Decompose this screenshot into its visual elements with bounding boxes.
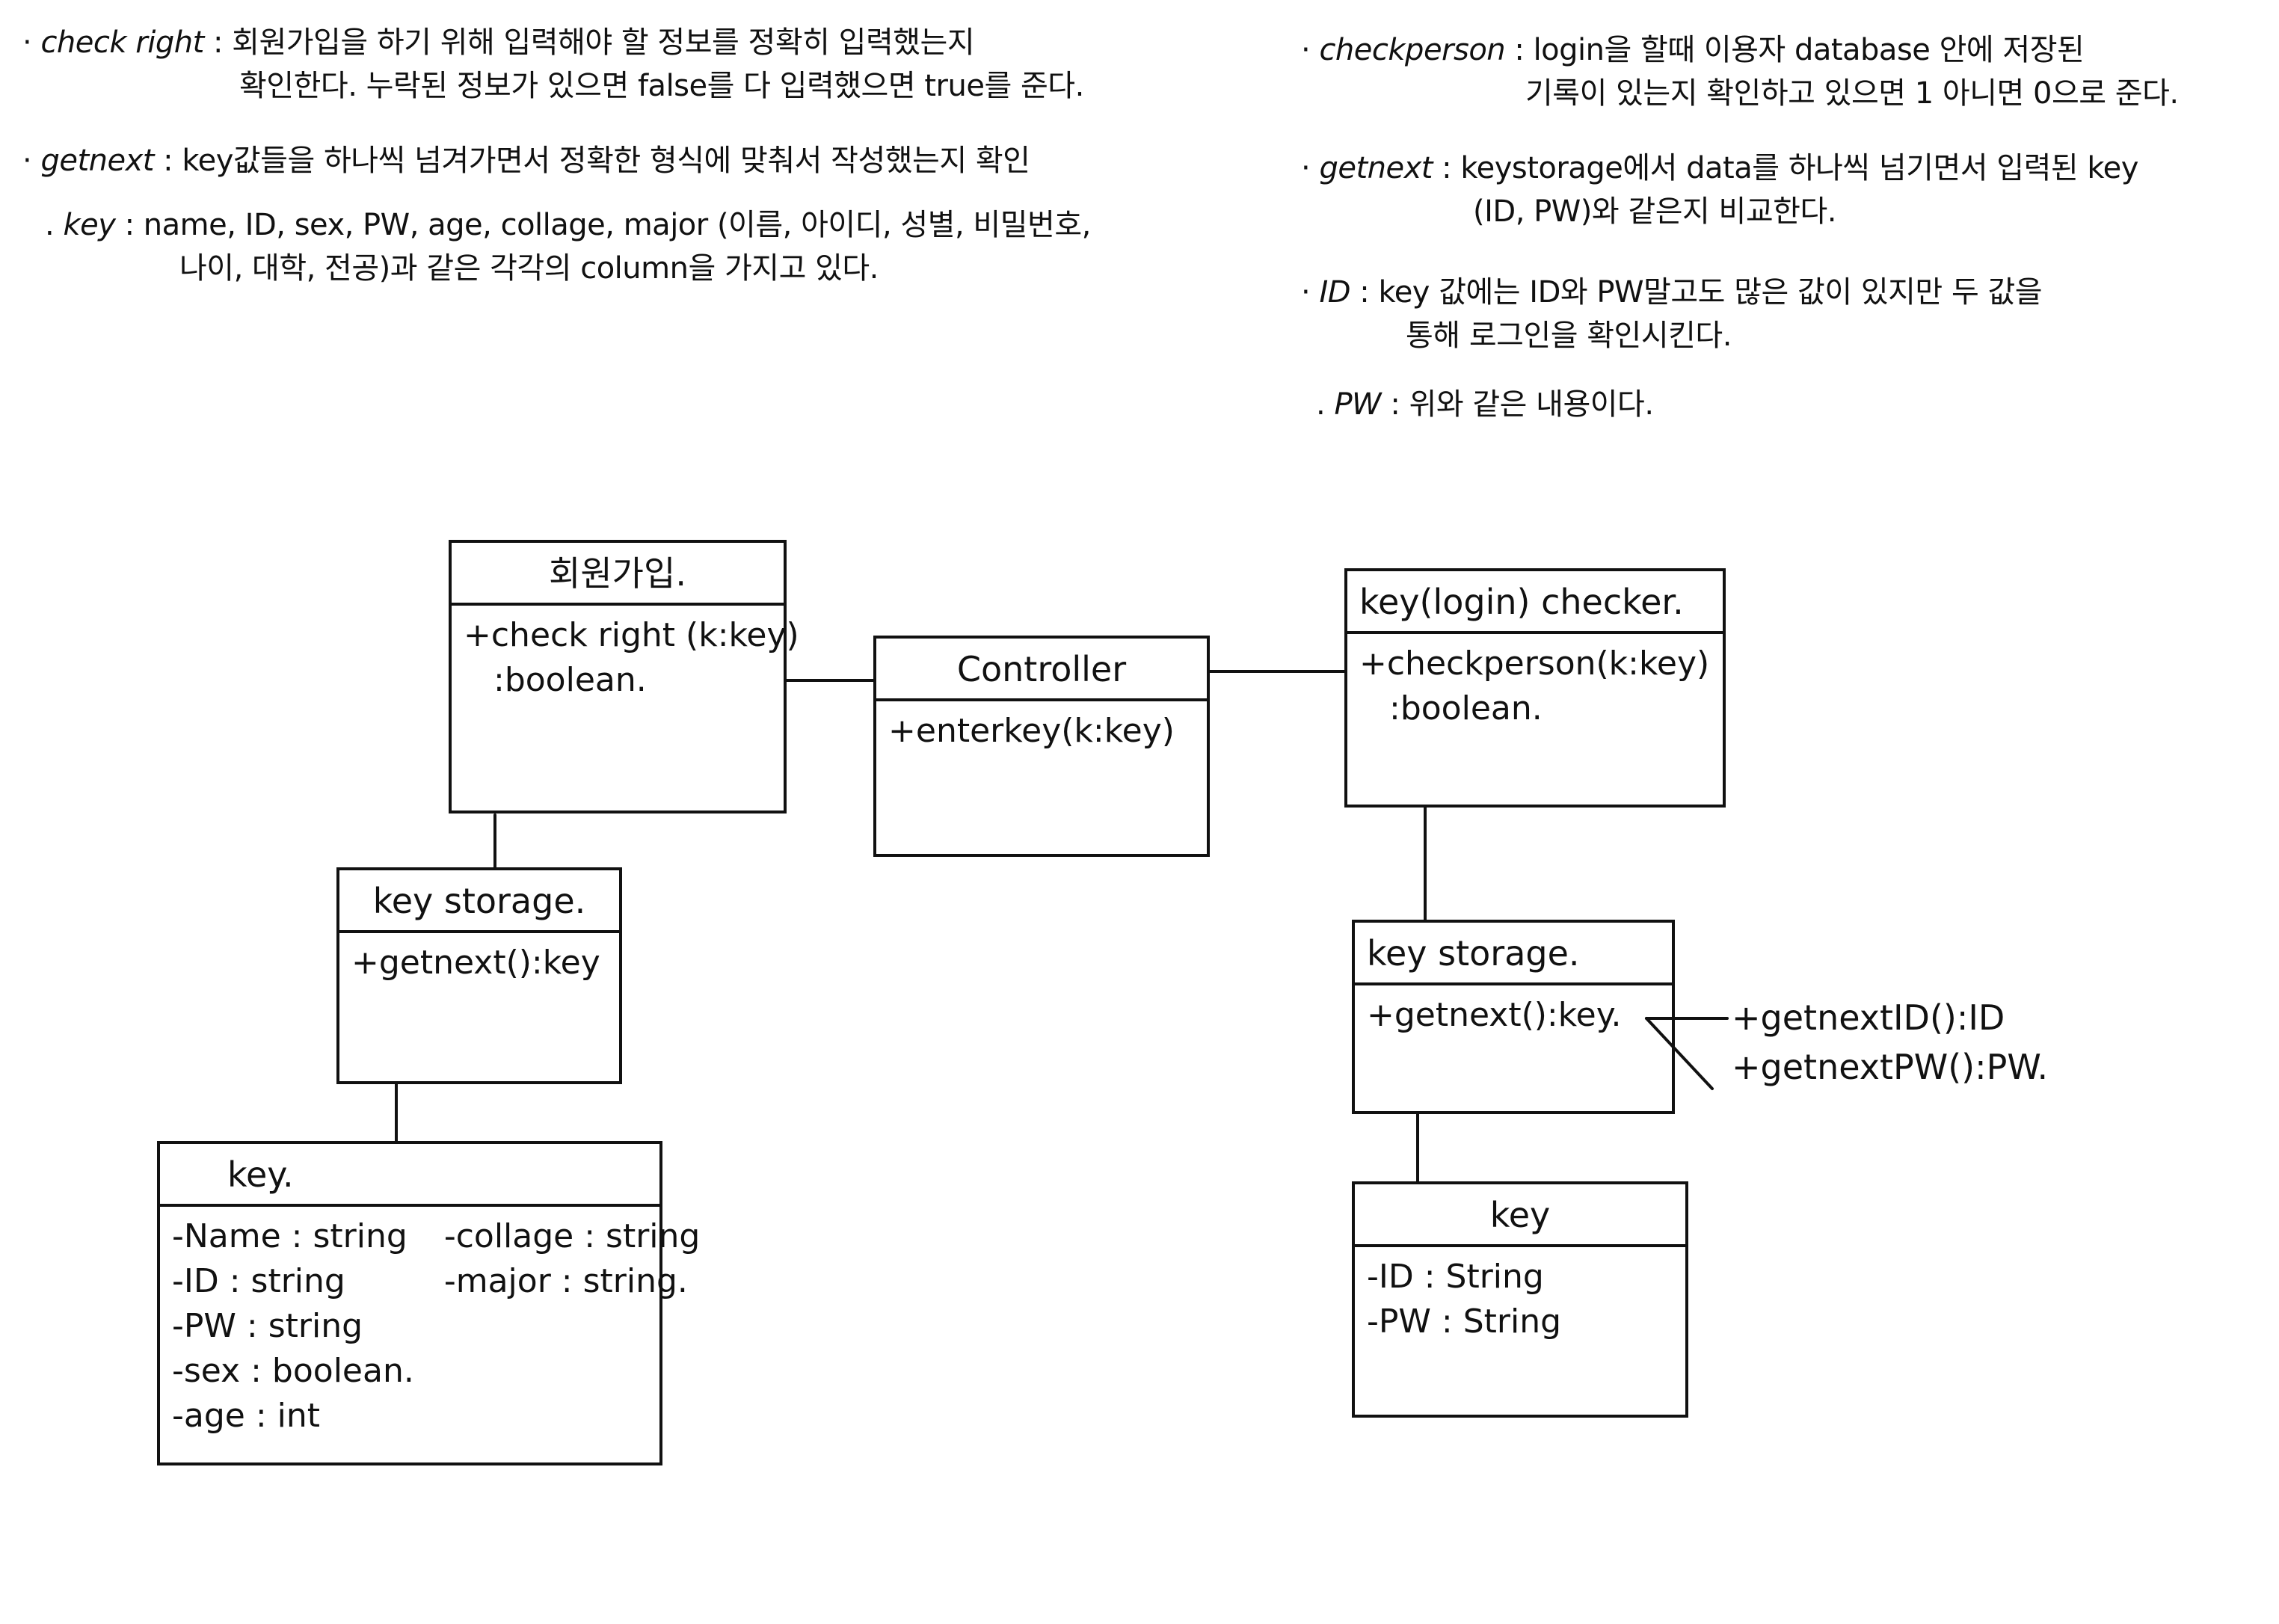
note-text: key 값에는 ID와 PW말고도 많은 값이 있지만 두 값을	[1378, 275, 2043, 310]
attribute: -ID : string	[172, 1262, 345, 1300]
attribute-column: -Name : string -ID : string -PW : string…	[172, 1214, 414, 1439]
class-title: key	[1355, 1184, 1685, 1247]
note-pw: . PW : 위와 같은 내용이다.	[1316, 387, 1655, 422]
class-attributes: -ID : String -PW : String	[1355, 1247, 1685, 1352]
attribute: -major : string.	[443, 1262, 688, 1300]
class-title: key(login) checker.	[1347, 571, 1723, 634]
class-title: key storage.	[1355, 923, 1672, 985]
note-text: keystorage에서 data를 하나씩 넘기면서 입력된 key	[1460, 151, 2138, 185]
class-key-storage-right: key storage. +getnext():key.	[1352, 920, 1675, 1114]
note-text-continued: (ID, PW)와 같은지 비교한다.	[1473, 194, 1836, 229]
note-getnext-right: · getnext : keystorage에서 data를 하나씩 넘기면서 …	[1301, 147, 2138, 233]
attribute: -PW : String	[1367, 1302, 1562, 1341]
attribute: -ID : String	[1367, 1258, 1544, 1296]
note-term: ID	[1319, 275, 1351, 310]
class-key-left: key. -Name : string -ID : string -PW : s…	[157, 1141, 700, 1465]
class-operations: +check right (k:key) :boolean.	[452, 606, 799, 710]
note-text: 회원가입을 하기 위해 입력해야 할 정보를 정확히 입력했는지	[232, 25, 975, 60]
class-operations: +getnext():key.	[1355, 985, 1672, 1045]
class-operations: +getnext():key	[339, 933, 619, 993]
operation-getnextpw: +getnextPW():PW.	[1732, 1047, 2049, 1087]
note-checkperson: · checkperson : login을 할때 이용자 database 안…	[1301, 28, 2179, 115]
note-term: PW	[1334, 387, 1382, 422]
note-text-continued: 나이, 대학, 전공)과 같은 각각의 column을 가지고 있다.	[179, 251, 879, 286]
class-key-storage-left: key storage. +getnext():key	[336, 867, 622, 1084]
note-text: 위와 같은 내용이다.	[1409, 387, 1655, 422]
note-text: key값들을 하나씩 넘겨가면서 정확한 형식에 맞춰서 작성했는지 확인	[182, 144, 1030, 178]
note-text-continued: 통해 로그인을 확인시킨다.	[1406, 319, 1732, 353]
class-title: 회원가입.	[452, 543, 784, 606]
note-term: getnext	[1319, 151, 1433, 185]
operation-getnextid: +getnextID():ID	[1732, 997, 2005, 1038]
attribute-column: -collage : string -major : string.	[444, 1214, 701, 1439]
note-term: checkperson	[1319, 33, 1506, 67]
class-operations: +checkperson(k:key) :boolean.	[1347, 634, 1723, 739]
class-title: Controller	[876, 639, 1207, 701]
attribute: -age : int	[172, 1397, 320, 1435]
operation-return: :boolean.	[493, 661, 647, 699]
attribute: -sex : boolean.	[172, 1352, 414, 1390]
class-key-right: key -ID : String -PW : String	[1352, 1181, 1688, 1418]
class-login-checker: key(login) checker. +checkperson(k:key) …	[1344, 568, 1726, 808]
attribute: -Name : string	[172, 1217, 407, 1255]
note-id: · ID : key 값에는 ID와 PW말고도 많은 값이 있지만 두 값을 …	[1301, 271, 2043, 357]
note-key: . key : name, ID, sex, PW, age, collage,…	[45, 203, 1091, 290]
class-operations: +enterkey(k:key)	[876, 701, 1207, 761]
key-storage-extra-operations: +getnextID():ID +getnextPW():PW.	[1732, 993, 2048, 1092]
class-controller: Controller +enterkey(k:key)	[873, 636, 1210, 857]
note-text: login을 할때 이용자 database 안에 저장된	[1533, 33, 2085, 67]
note-term: check right	[40, 25, 204, 60]
note-getnext-left: · getnext : key값들을 하나씩 넘겨가면서 정확한 형식에 맞춰서…	[22, 144, 1030, 178]
attribute: -PW : string	[172, 1307, 363, 1345]
note-text: name, ID, sex, PW, age, collage, major (…	[143, 208, 1092, 242]
note-term: key	[63, 208, 116, 242]
class-title: key storage.	[339, 870, 619, 933]
note-text-continued: 기록이 있는지 확인하고 있으면 1 아니면 0으로 준다.	[1525, 76, 2179, 111]
class-title: key.	[160, 1144, 659, 1207]
attribute: -collage : string	[443, 1217, 701, 1255]
note-text-continued: 확인한다. 누락된 정보가 있으면 false를 다 입력했으면 true를 준…	[239, 69, 1084, 103]
note-check-right: · check right : 회원가입을 하기 위해 입력해야 할 정보를 정…	[22, 21, 1084, 108]
operation-return: :boolean.	[1389, 689, 1543, 728]
operation: +check right (k:key)	[464, 616, 799, 654]
operation: +checkperson(k:key)	[1359, 645, 1710, 683]
note-term: getnext	[40, 144, 154, 178]
operation: +enterkey(k:key)	[888, 712, 1175, 750]
operation: +getnext():key.	[1367, 996, 1622, 1034]
class-attributes: -Name : string -ID : string -PW : string…	[160, 1207, 700, 1446]
class-signup: 회원가입. +check right (k:key) :boolean.	[449, 540, 799, 813]
operation: +getnext():key	[351, 944, 600, 982]
